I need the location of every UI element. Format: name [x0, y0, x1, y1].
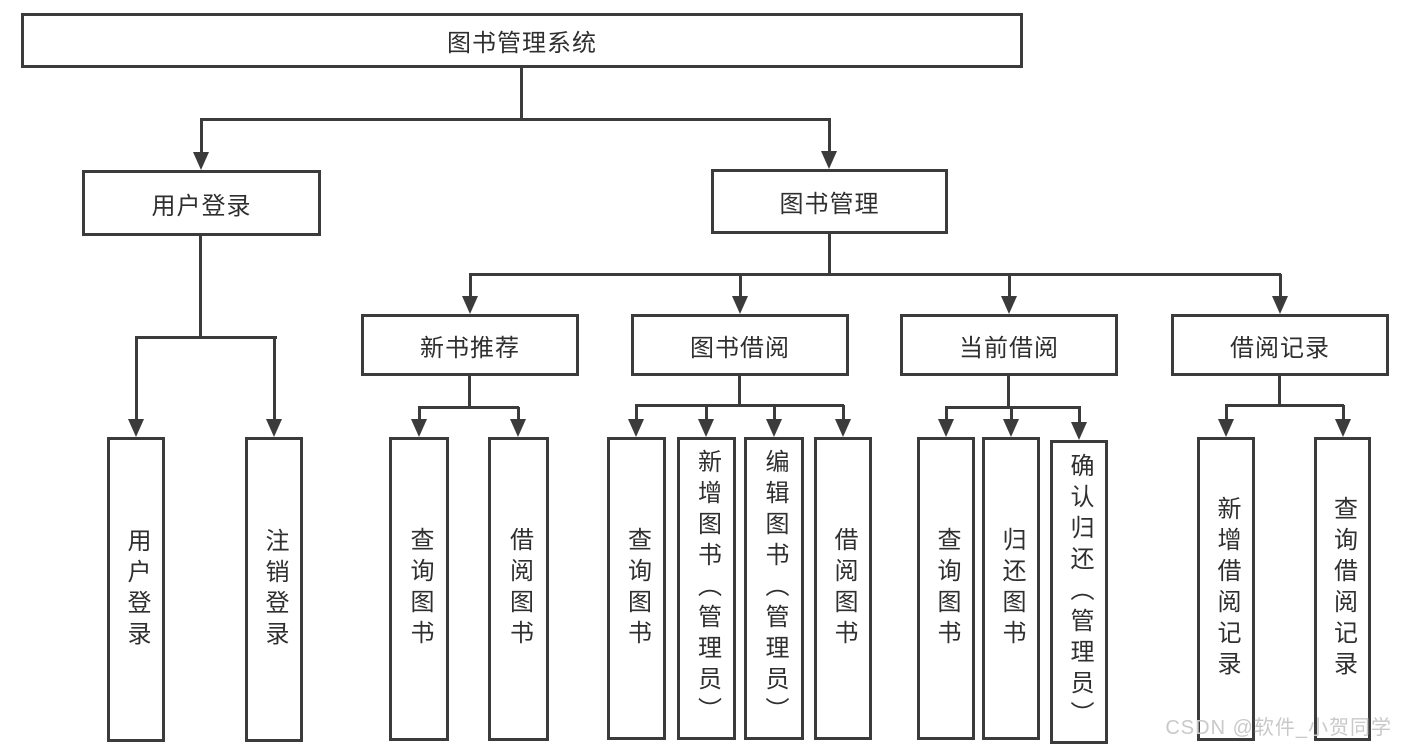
- connector-arrow-down-icon: [1003, 407, 1019, 437]
- leaf-return-books: 归还图书: [982, 437, 1040, 740]
- connector-line: [469, 273, 1281, 276]
- leaf-confirm-return-admin: 确认归还（管理员）: [1050, 440, 1108, 744]
- leaf-borrow-books-borrowing: 借阅图书: [814, 437, 872, 740]
- connector-line: [200, 118, 831, 121]
- leaf-add-book-admin: 新增图书（管理员）: [677, 437, 736, 740]
- leaf-query-books-borrowing: 查询图书: [607, 437, 666, 740]
- connector-arrow-down-icon: [1001, 274, 1017, 314]
- connector-line: [135, 336, 277, 339]
- leaf-query-borrow-record: 查询借阅记录: [1314, 437, 1371, 741]
- connector-arrow-down-icon: [128, 337, 144, 437]
- connector-arrow-down-icon: [698, 405, 714, 437]
- connector-arrow-down-icon: [462, 274, 478, 314]
- connector-arrow-down-icon: [411, 407, 427, 437]
- node-user-login: 用户登录: [82, 170, 321, 236]
- connector-arrow-down-icon: [732, 274, 748, 314]
- connector-line: [418, 406, 519, 409]
- connector-arrow-down-icon: [766, 405, 782, 437]
- node-root-library-management-system: 图书管理系统: [21, 13, 1023, 68]
- connector-arrow-down-icon: [193, 119, 209, 170]
- connector-arrow-down-icon: [1272, 274, 1288, 314]
- connector-line: [945, 406, 1081, 409]
- leaf-query-books-recommend: 查询图书: [389, 437, 449, 741]
- node-borrowing-records: 借阅记录: [1171, 314, 1389, 376]
- connector-arrow-down-icon: [1071, 407, 1087, 440]
- connector-line: [635, 404, 844, 407]
- connector-line: [1225, 404, 1344, 407]
- leaf-query-books-current: 查询图书: [917, 437, 975, 740]
- connector-line: [1278, 376, 1281, 407]
- leaf-edit-book-admin: 编辑图书（管理员）: [744, 437, 804, 740]
- connector-line: [738, 376, 741, 407]
- connector-line: [468, 376, 471, 409]
- leaf-borrow-books-recommend: 借阅图书: [488, 437, 549, 741]
- leaf-user-login: 用户登录: [107, 437, 165, 742]
- connector-line: [520, 68, 523, 120]
- node-book-management: 图书管理: [711, 169, 948, 234]
- node-book-borrowing: 图书借阅: [631, 314, 849, 376]
- connector-arrow-down-icon: [835, 405, 851, 437]
- connector-arrow-down-icon: [266, 337, 282, 437]
- connector-arrow-down-icon: [1218, 405, 1234, 437]
- connector-line: [199, 236, 202, 339]
- connector-line: [828, 234, 831, 276]
- csdn-watermark: CSDN @软件_小贺同学: [1165, 717, 1392, 739]
- connector-arrow-down-icon: [510, 407, 526, 437]
- connector-arrow-down-icon: [628, 405, 644, 437]
- connector-arrow-down-icon: [1335, 405, 1351, 437]
- connector-arrow-down-icon: [821, 119, 837, 169]
- connector-line: [1007, 376, 1010, 409]
- leaf-add-borrow-record: 新增借阅记录: [1197, 437, 1255, 741]
- leaf-logout: 注销登录: [245, 437, 303, 742]
- connector-arrow-down-icon: [938, 407, 954, 437]
- node-current-borrowing: 当前借阅: [900, 314, 1118, 376]
- node-new-book-recommendation: 新书推荐: [361, 314, 579, 376]
